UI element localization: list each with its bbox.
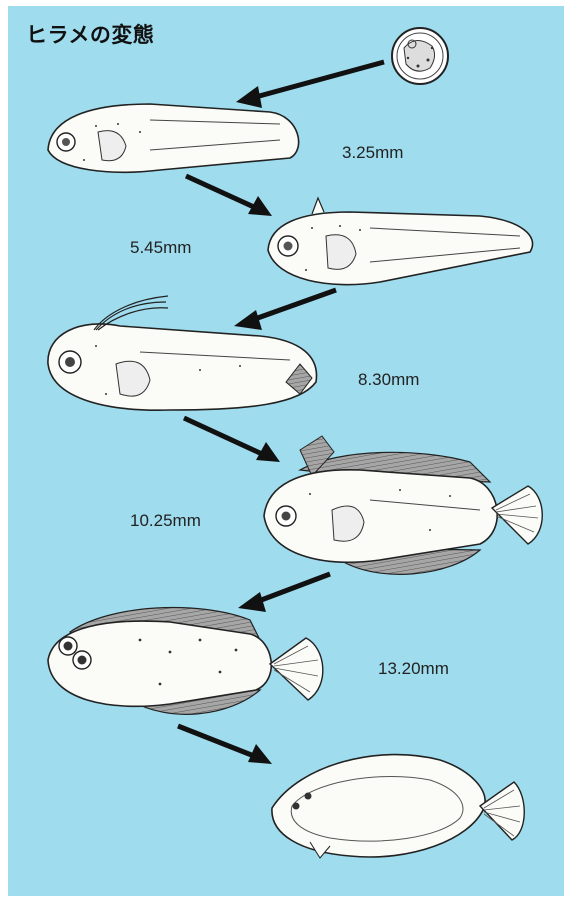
juvenile-stage-6 [272, 755, 524, 858]
larva-stage-1 [48, 104, 299, 172]
egg [392, 28, 448, 84]
arrow-6 [178, 726, 272, 764]
size-label-stage-5: 13.20mm [378, 659, 449, 679]
arrow-4 [184, 418, 280, 462]
size-label-stage-3: 8.30mm [358, 370, 419, 390]
arrow-5 [238, 574, 330, 612]
juvenile-stage-5 [48, 608, 323, 715]
size-label-stage-1: 3.25mm [342, 143, 403, 163]
arrow-3 [234, 290, 336, 330]
arrow-2 [186, 176, 272, 216]
larva-stage-4 [264, 436, 542, 574]
size-label-stage-4: 10.25mm [130, 511, 201, 531]
arrow-1 [236, 62, 384, 108]
figure-title: ヒラメの変態 [26, 19, 154, 49]
size-label-stage-2: 5.45mm [130, 238, 191, 258]
larva-stage-2 [268, 198, 533, 285]
